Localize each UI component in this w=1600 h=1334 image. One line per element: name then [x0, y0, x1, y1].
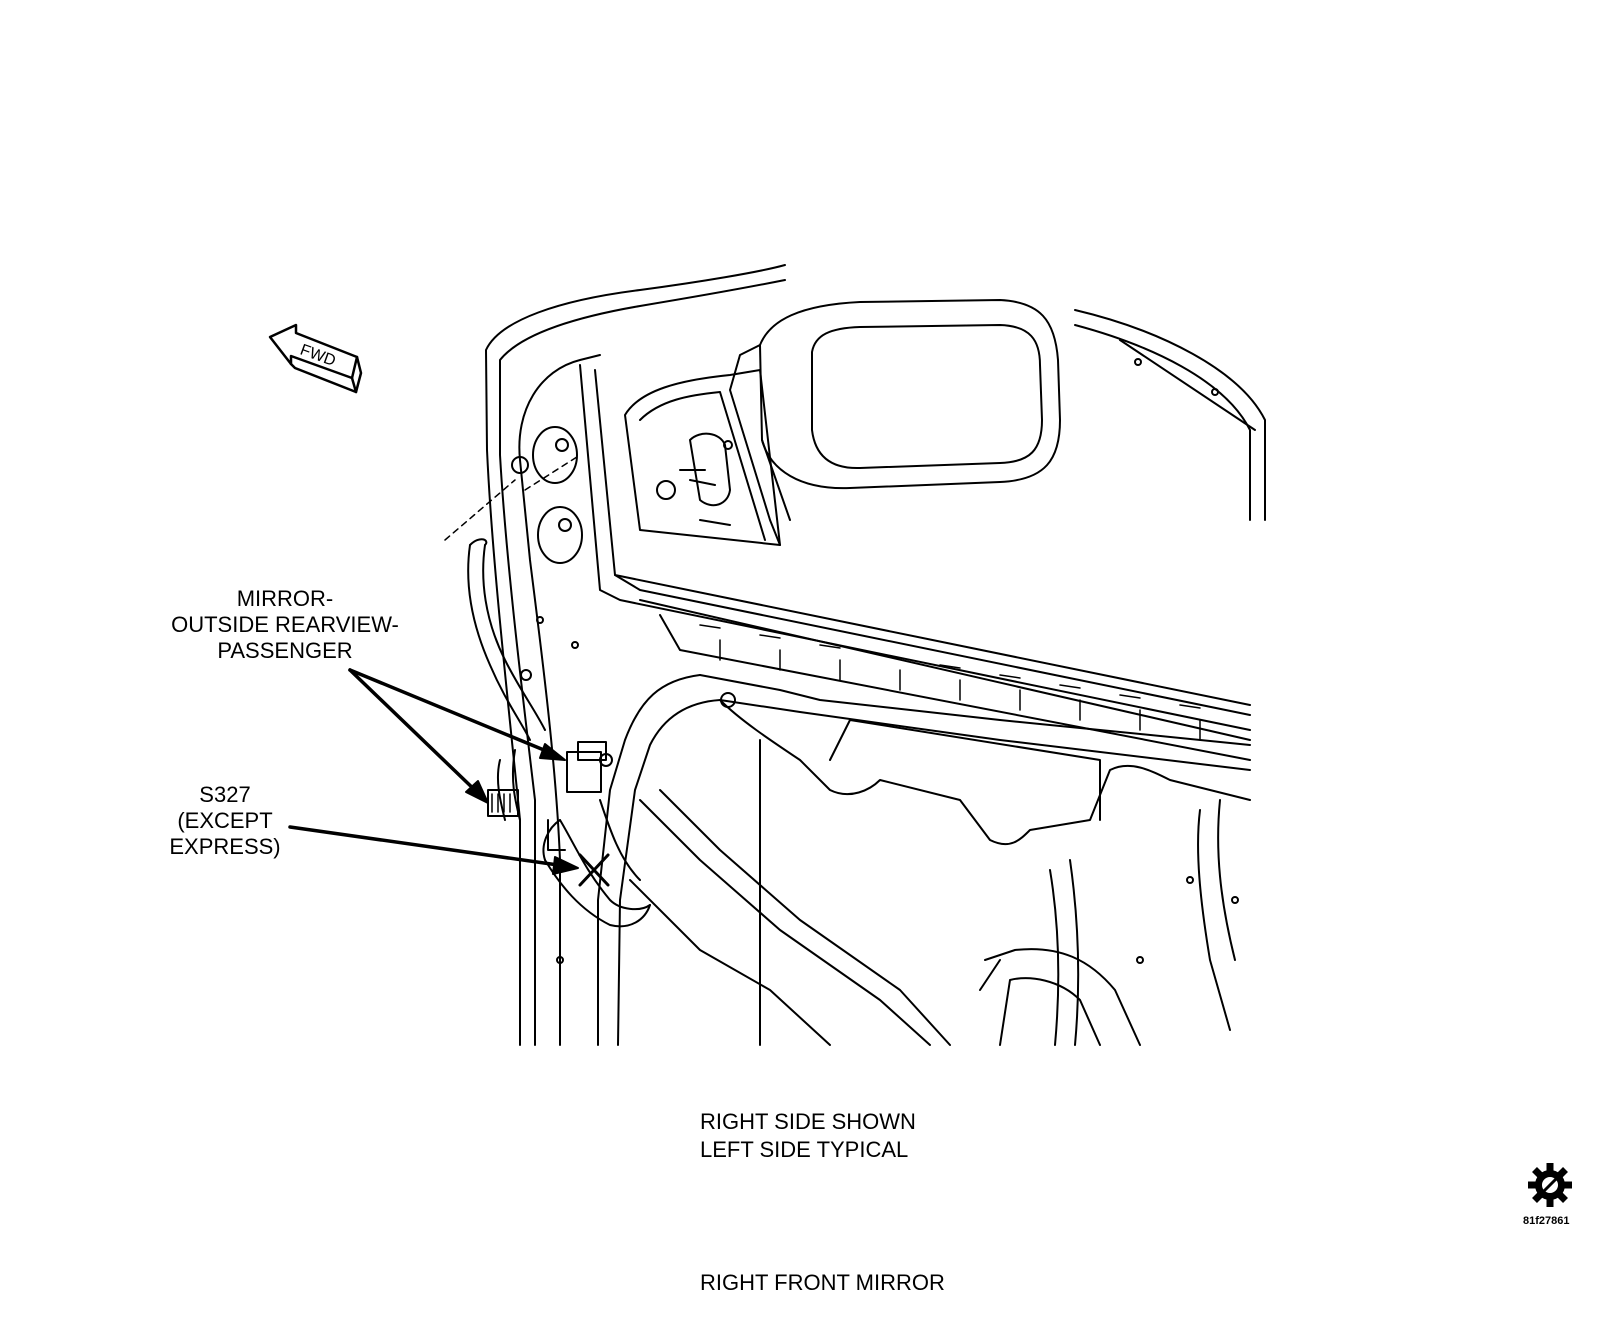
splice-x-mark	[578, 853, 610, 887]
figure-code: 81f27861	[1523, 1215, 1570, 1227]
mirror-housing	[729, 299, 1061, 546]
callout-arrows	[288, 668, 579, 875]
fwd-arrow-icon: FWD	[268, 323, 363, 394]
mirror-callout-line-1: MIRROR-	[236, 586, 334, 611]
side-note: RIGHT SIDE SHOWN LEFT SIDE TYPICAL	[700, 1108, 940, 1164]
mirror-callout-label: MIRROR- OUTSIDE REARVIEW- PASSENGER	[160, 586, 410, 664]
inner-door-panel	[1074, 309, 1266, 521]
mirror-callout-line-3: PASSENGER	[217, 638, 353, 663]
side-note-line-2: LEFT SIDE TYPICAL	[700, 1137, 909, 1162]
splice-callout-line-3: EXPRESS)	[169, 834, 281, 859]
gear-slash-icon	[1528, 1163, 1572, 1207]
mirror-base	[624, 369, 781, 546]
splice-callout-line-1: S327	[199, 782, 251, 807]
figure-caption: RIGHT FRONT MIRROR	[700, 1270, 945, 1295]
splice-callout-line-2: (EXCEPT	[177, 808, 273, 833]
door-inner-structure	[629, 692, 1251, 1046]
splice-callout-label: S327 (EXCEPT EXPRESS)	[160, 782, 290, 860]
mirror-callout-line-2: OUTSIDE REARVIEW-	[171, 612, 399, 637]
side-note-line-1: RIGHT SIDE SHOWN	[700, 1109, 916, 1134]
pillar-studs	[444, 426, 583, 964]
beltline	[579, 364, 1251, 761]
door-frame	[485, 264, 1251, 1046]
